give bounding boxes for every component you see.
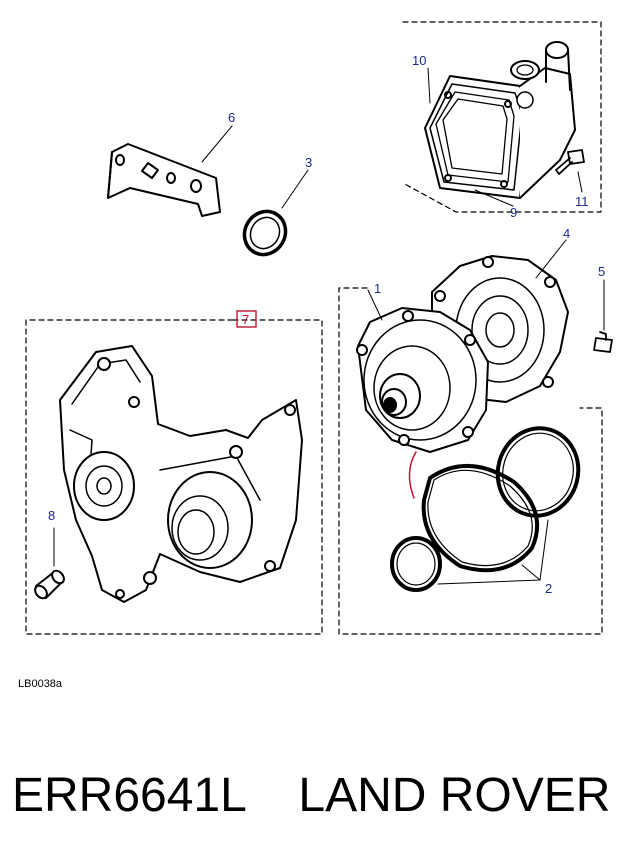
callout-6: 6 — [228, 110, 235, 125]
callout-2: 2 — [545, 581, 552, 596]
bracket-plate — [107, 143, 221, 217]
callout-5: 5 — [598, 264, 605, 279]
callout-1: 1 — [374, 281, 381, 296]
title-band — [0, 722, 627, 866]
callout-3: 3 — [305, 155, 312, 170]
exploded-parts-diagram: 10 9 11 6 3 4 5 1 2 8 7 LB0038a — [18, 21, 613, 690]
callout-7-highlight-box — [236, 310, 257, 328]
group-box-1 — [338, 287, 603, 635]
pump-seals — [390, 426, 581, 592]
pump-housing-casting — [59, 345, 303, 603]
o-ring — [242, 209, 288, 257]
thermostat-housing — [424, 41, 576, 199]
callout-7: 7 — [242, 312, 249, 327]
water-pump — [356, 307, 489, 453]
housing-bolt — [555, 149, 585, 175]
group-box-7 — [25, 319, 323, 635]
part-title: ERR6641L LAND ROVER — [12, 769, 611, 822]
leader-lines — [53, 67, 605, 585]
group-box-9 — [402, 21, 602, 213]
cover-bolt — [593, 331, 613, 353]
callout-11: 11 — [575, 194, 589, 209]
reference-code: LB0038a — [18, 678, 63, 690]
red-annotation-mark — [408, 451, 417, 499]
callout-4: 4 — [563, 226, 570, 241]
callout-9: 9 — [510, 205, 517, 220]
callout-8: 8 — [48, 508, 55, 523]
dowel-sleeve — [34, 569, 65, 600]
callout-10: 10 — [412, 53, 426, 68]
